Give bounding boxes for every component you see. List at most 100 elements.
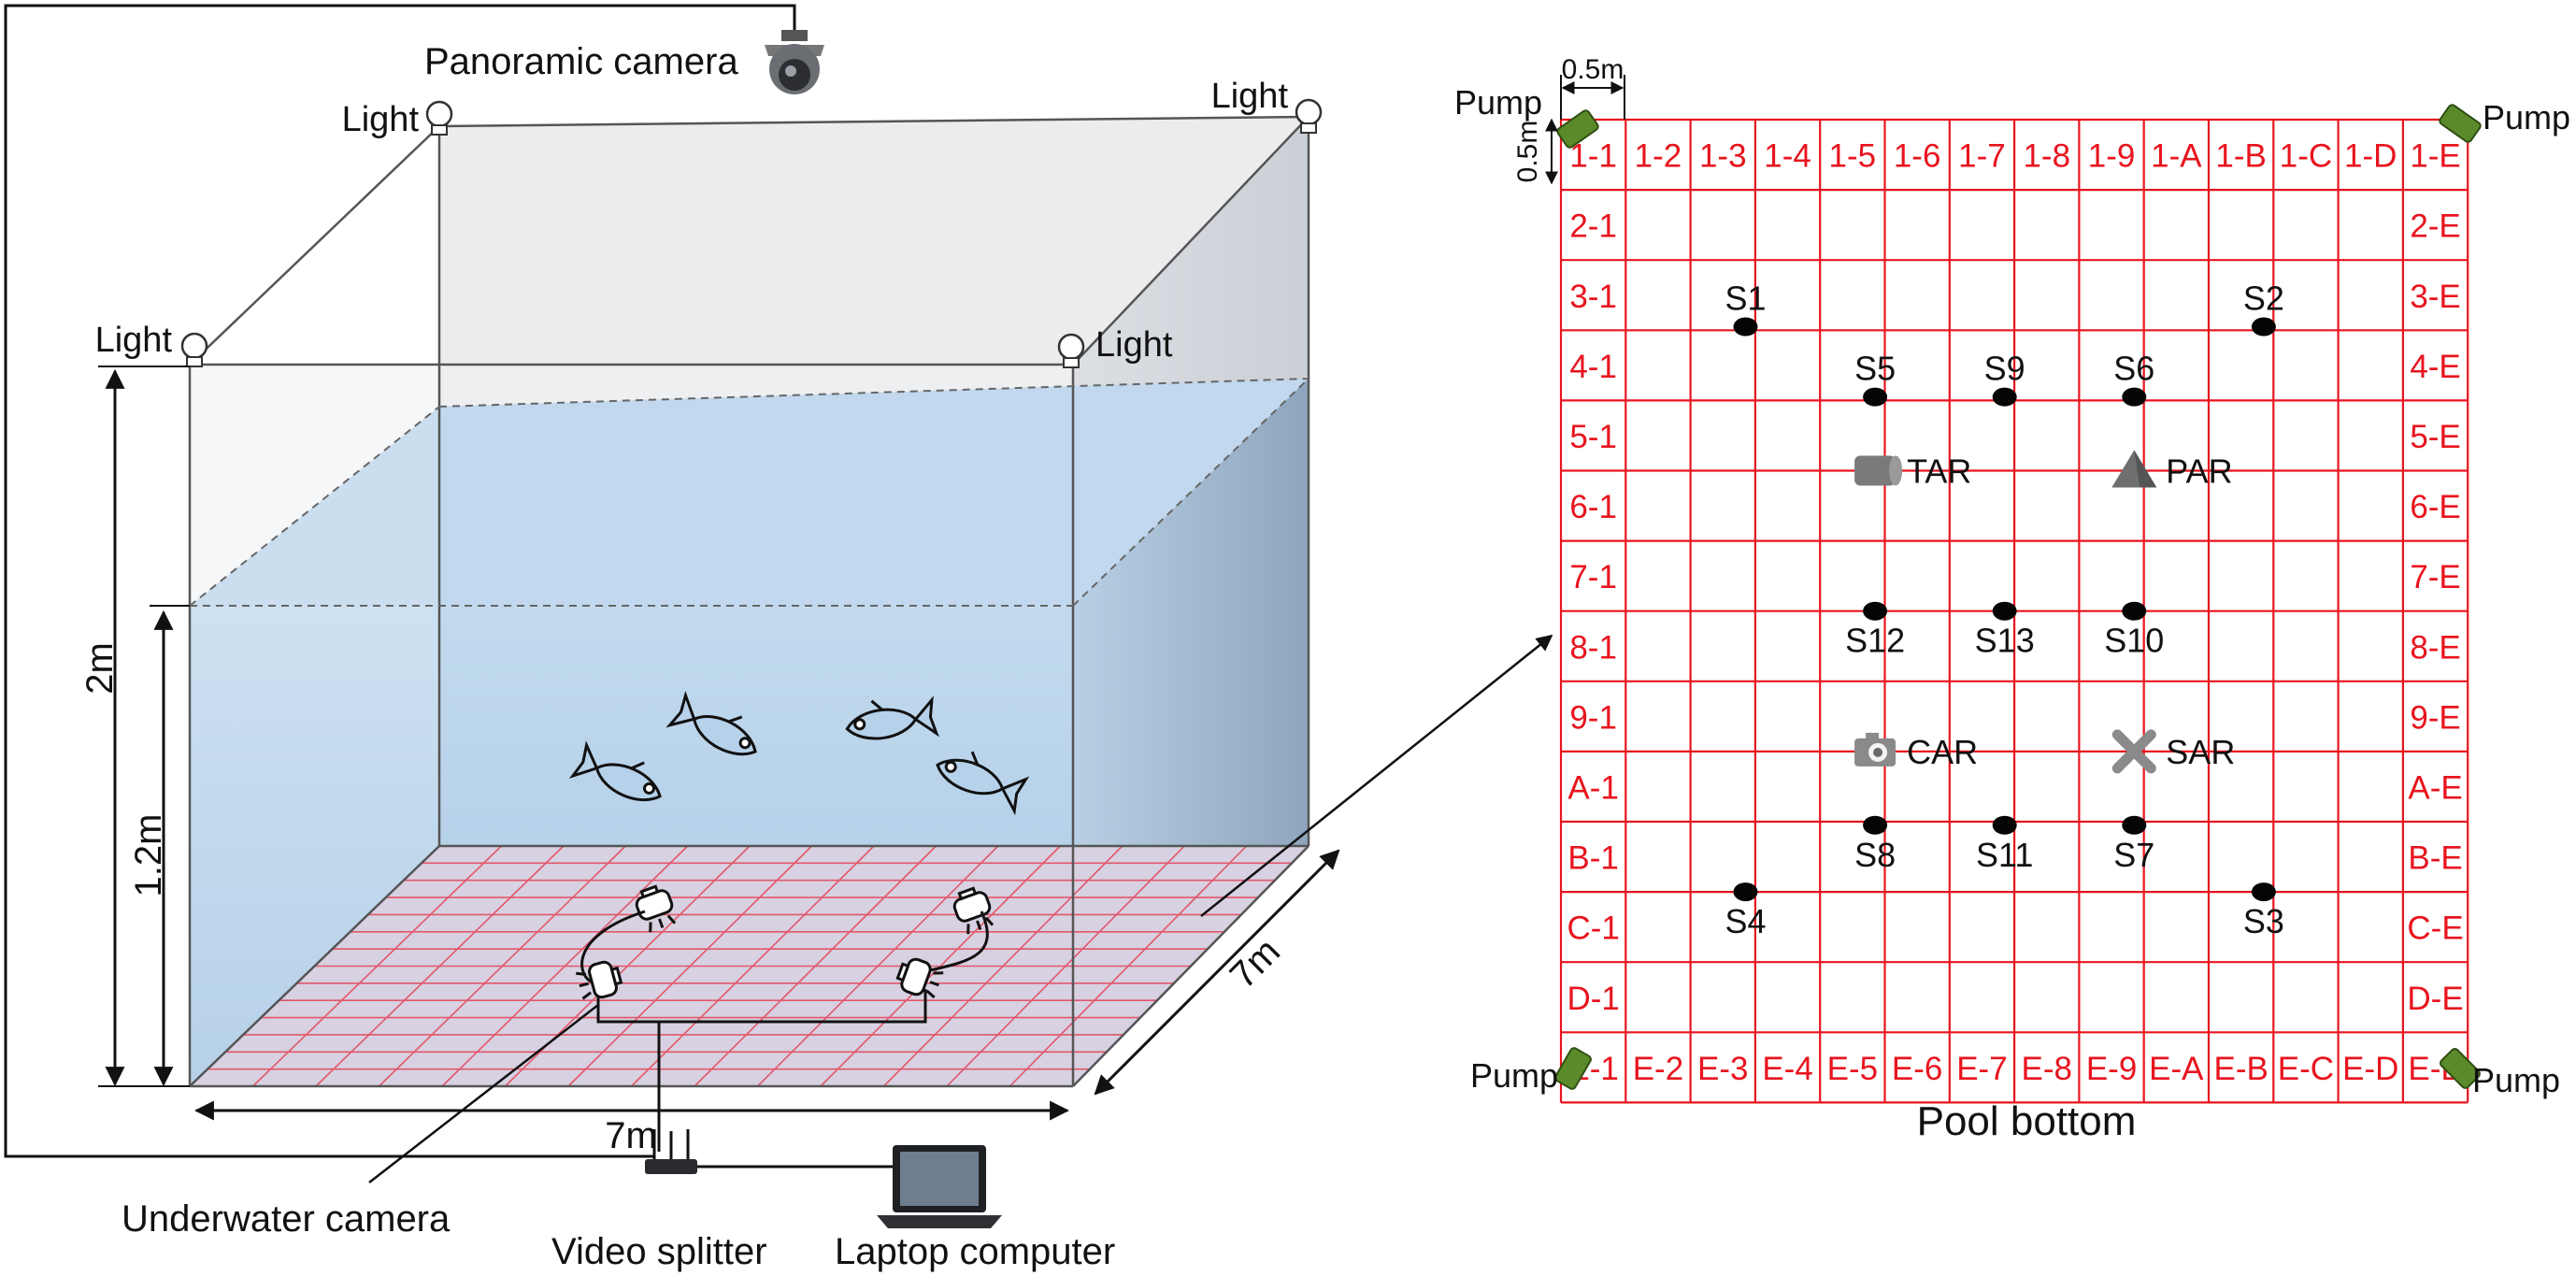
grid-cell-label: E-8	[2022, 1051, 2072, 1087]
water-surface	[190, 379, 1309, 606]
station-dot	[2251, 317, 2276, 337]
station-dot	[1992, 387, 2017, 407]
grid-cell-label: E-D	[2342, 1051, 2398, 1087]
grid-cell-label: E-C	[2278, 1051, 2334, 1087]
pump-icon	[1556, 109, 1599, 149]
pump-icon	[2440, 1048, 2481, 1089]
grid-cell-label: E-5	[1827, 1051, 1878, 1087]
grid-cell-label: 5-E	[2410, 419, 2460, 455]
grid-cell-label: 1-6	[1894, 138, 1941, 175]
station-dot	[2122, 601, 2147, 621]
cell-height-label: 0.5m	[1512, 121, 1543, 183]
underwater-cameras	[576, 884, 995, 1000]
light-label-back-right: Light	[1211, 77, 1289, 116]
height-2m-label: 2m	[79, 642, 121, 695]
light-front-left	[180, 332, 208, 367]
panoramic-camera-icon	[765, 30, 824, 94]
station-dot	[1992, 601, 2017, 621]
station-dot	[1863, 387, 1888, 407]
marker-label: SAR	[2166, 733, 2235, 771]
grid-cell-label: E-B	[2213, 1051, 2268, 1087]
grid-cell-label: 9-1	[1569, 699, 1617, 736]
grid-cell-label: 1-3	[1699, 138, 1747, 175]
station-dot	[1992, 815, 2017, 835]
station-label: S3	[2243, 902, 2284, 940]
marker-label: PAR	[2166, 452, 2232, 491]
triangle-icon	[2111, 450, 2157, 488]
grid-cell-label: E-4	[1762, 1051, 1812, 1087]
grid-cell-label: D-1	[1567, 981, 1619, 1017]
grid-cell-label: 3-E	[2410, 279, 2460, 315]
grid-cell-label: 1-D	[2344, 138, 2397, 175]
station-label: S5	[1854, 350, 1896, 388]
pool-bottom-grid: 1-1E-11-2E-21-3E-31-4E-41-5E-51-6E-61-7E…	[1559, 118, 2469, 1104]
station-dot	[1863, 815, 1888, 835]
light-label-front-left: Light	[95, 321, 173, 360]
grid-cell-label: 1-1	[1569, 138, 1617, 175]
grid-cell-label: 1-2	[1635, 138, 1682, 175]
station-dot	[2122, 815, 2147, 835]
station-label: S10	[2104, 622, 2164, 660]
grid-cell-label: A-E	[2408, 769, 2462, 806]
laptop-computer-icon	[877, 1145, 1002, 1228]
grid-cell-label: C-1	[1567, 910, 1619, 947]
station-dot	[2251, 882, 2276, 902]
height-1-2m-label: 1.2m	[128, 814, 169, 897]
pump-label-top-right: Pump	[2483, 98, 2570, 136]
grid-cell-label: A-1	[1567, 769, 1618, 806]
camera-icon	[1854, 732, 1896, 767]
grid-cell-label: 2-1	[1569, 208, 1617, 245]
grid-cell-label: E-7	[1956, 1051, 2007, 1087]
grid-cell-label: B-1	[1567, 840, 1618, 877]
pumps	[1554, 104, 2482, 1090]
grid-cell-label: 4-1	[1569, 349, 1617, 385]
grid-cell-label: 8-1	[1569, 629, 1617, 666]
grid-cell-label: D-E	[2407, 981, 2463, 1017]
grid-cell-label: E-A	[2149, 1051, 2204, 1087]
station-dot	[1863, 601, 1888, 621]
station-label: S12	[1845, 622, 1905, 660]
station-label: S8	[1854, 836, 1896, 874]
underwater-camera-cables	[580, 910, 989, 1152]
light-front-right	[1057, 333, 1085, 368]
grid-cell-label: 1-7	[1958, 138, 2006, 175]
grid-cell-label: 1-C	[2280, 138, 2332, 175]
station-label: S4	[1724, 902, 1766, 940]
grid-cell-label: 2-E	[2410, 208, 2460, 245]
light-back-right	[1295, 98, 1323, 134]
pump-label-top-left: Pump	[1454, 83, 1542, 122]
grid-cell-label: 9-E	[2410, 699, 2460, 736]
light-label-front-right: Light	[1095, 325, 1173, 365]
light-label-back-left: Light	[342, 100, 420, 139]
grid-cell-label: 5-1	[1569, 419, 1617, 455]
station-label: S1	[1724, 280, 1766, 318]
grid-cell-label: 6-1	[1569, 489, 1617, 525]
grid-cell-label: E-2	[1633, 1051, 1683, 1087]
pump-icon	[1554, 1047, 1592, 1090]
grid-cell-label: 1-A	[2151, 138, 2202, 175]
station-label: S11	[1976, 836, 2033, 874]
station-dot	[2122, 387, 2147, 407]
grid-cell-label: 6-E	[2410, 489, 2460, 525]
grid-cell-label: 7-E	[2410, 559, 2460, 595]
cross-icon	[2111, 729, 2156, 774]
grid-cell-label: 1-4	[1764, 138, 1811, 175]
cylinder-icon	[1854, 455, 1903, 486]
pump-icon	[2439, 104, 2482, 143]
video-splitter-label: Video splitter	[551, 1231, 767, 1272]
marker-label: CAR	[1907, 733, 1978, 771]
pump-label-bottom-left: Pump	[1470, 1056, 1558, 1095]
tank-3d: Light Light Light Light Panoramic camera	[4, 4, 1553, 1272]
pump-label-bottom-right: Pump	[2472, 1061, 2560, 1099]
grid-cell-label: B-E	[2408, 840, 2462, 877]
grid-cell-label: 7-1	[1569, 559, 1617, 595]
panoramic-camera-label: Panoramic camera	[424, 41, 738, 82]
station-dot	[1733, 317, 1758, 337]
video-splitter-icon	[645, 1129, 697, 1174]
grid-cell-label: 8-E	[2410, 629, 2460, 666]
grid-cell-label: 4-E	[2410, 349, 2460, 385]
grid-cell-label: 1-B	[2215, 138, 2266, 175]
marker-label: TAR	[1907, 452, 1971, 491]
station-label: S6	[2113, 350, 2154, 388]
pool-bottom-title: Pool bottom	[1917, 1098, 2137, 1144]
